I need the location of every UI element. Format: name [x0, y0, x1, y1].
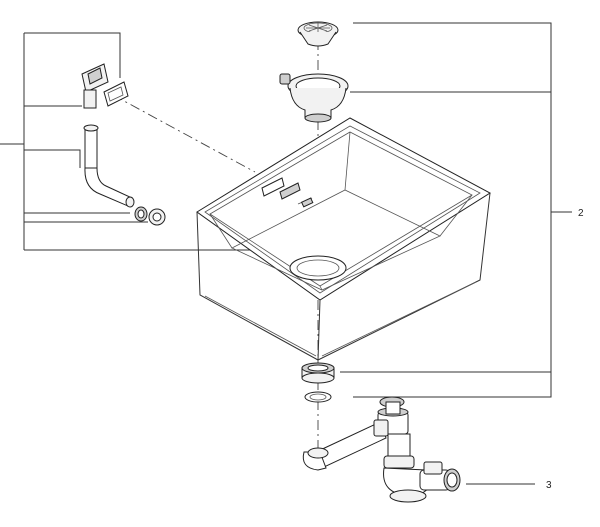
- callout-label-2: 2: [578, 208, 584, 219]
- drain-washer: [304, 391, 332, 403]
- overflow-leader-lines: [0, 32, 250, 251]
- overflow-pipe: [83, 89, 135, 208]
- drain-housing: [279, 73, 349, 123]
- drain-nut: [301, 362, 335, 384]
- strainer-basket: [297, 21, 339, 47]
- overflow-nuts: [134, 206, 166, 226]
- callout-label-3: 3: [546, 480, 552, 491]
- siphon-trap: [302, 396, 461, 503]
- sink-basin: [196, 117, 491, 361]
- overflow-cover: [81, 63, 129, 107]
- callout-2-leader-lines: [340, 22, 572, 398]
